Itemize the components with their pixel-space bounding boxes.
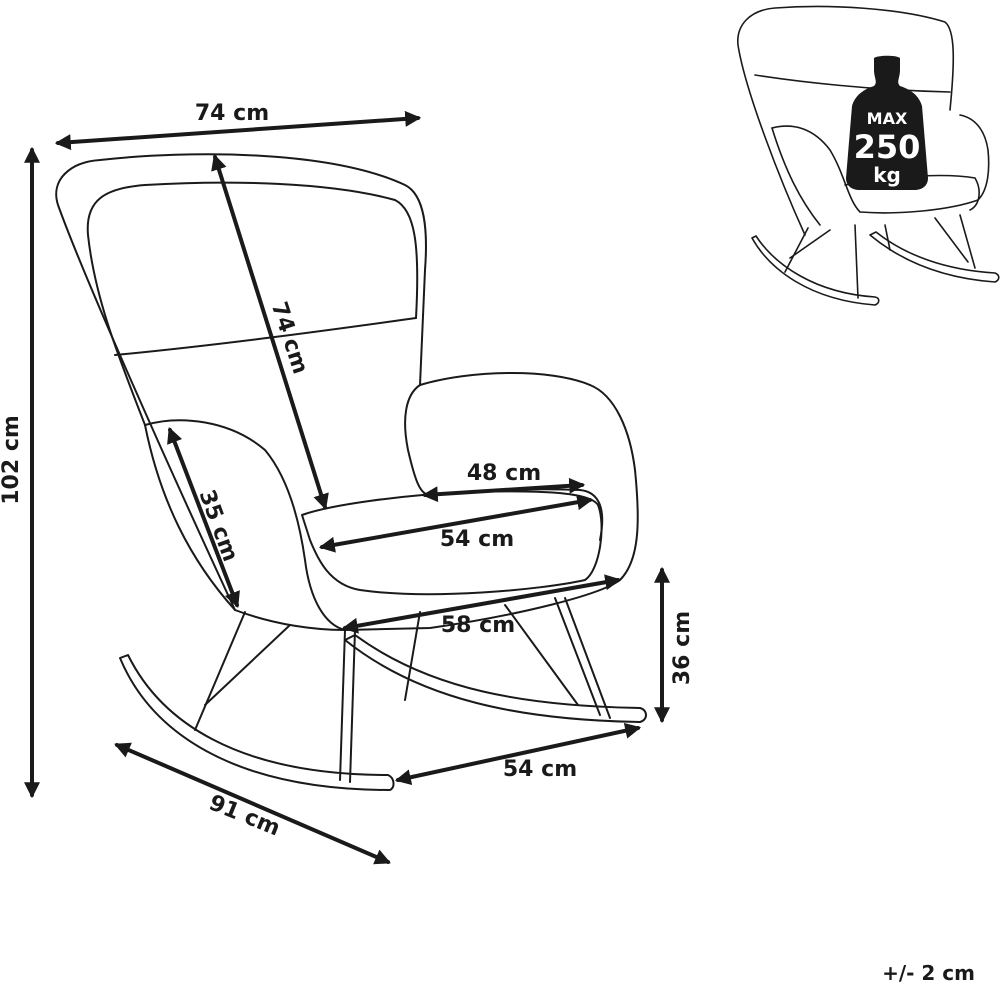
label-armrest-height: 35 cm — [194, 487, 243, 565]
left-rocker — [119, 654, 395, 791]
armrest-height-arrow — [167, 427, 240, 608]
label-rocker-width: 54 cm — [503, 757, 577, 782]
dimension-labels: 74 cm 74 cm 102 cm 35 cm 48 cm 54 cm 58 … — [0, 101, 695, 841]
label-base-width: 58 cm — [441, 613, 515, 638]
label-seat-width: 54 cm — [440, 527, 514, 552]
label-total-height: 102 cm — [0, 415, 24, 505]
thumb-backrest-seam — [754, 74, 951, 93]
seat-depth-arrow — [421, 477, 586, 503]
backrest-height-arrow — [211, 153, 329, 511]
thumb-left-rocker — [751, 235, 880, 306]
seat-width-arrow — [318, 494, 594, 553]
thumb-left-arm — [771, 114, 990, 214]
label-seat-depth: 48 cm — [467, 461, 541, 486]
weight-icon — [846, 55, 928, 190]
right-arm-top — [419, 372, 591, 386]
chair-legs — [194, 597, 611, 783]
rocker-width-arrow — [394, 722, 642, 786]
backrest-front-panel — [86, 181, 419, 426]
max-load-badge: MAX 250 kg — [846, 55, 928, 190]
badge-max: MAX — [867, 109, 908, 128]
base-width-arrow — [341, 574, 622, 634]
badge-weight-value: 250 — [854, 128, 921, 166]
chair-drawing — [55, 153, 647, 791]
width-top-arrow — [54, 110, 422, 151]
left-arm-outline — [144, 419, 346, 631]
thumb-backrest — [737, 5, 955, 236]
badge-unit: kg — [873, 163, 901, 187]
label-width-top: 74 cm — [195, 101, 269, 126]
thumb-left-arm-front — [771, 127, 821, 226]
tolerance-note: +/- 2 cm — [882, 961, 975, 985]
right-rocker — [344, 634, 647, 723]
thumb-right-rocker — [869, 231, 1000, 283]
dimension-arrows — [24, 110, 670, 865]
load-capacity-thumbnail: MAX 250 kg — [737, 5, 1000, 306]
depth-arrow — [114, 742, 391, 865]
label-rocker-height: 36 cm — [670, 611, 695, 685]
backrest-outline — [55, 153, 427, 611]
